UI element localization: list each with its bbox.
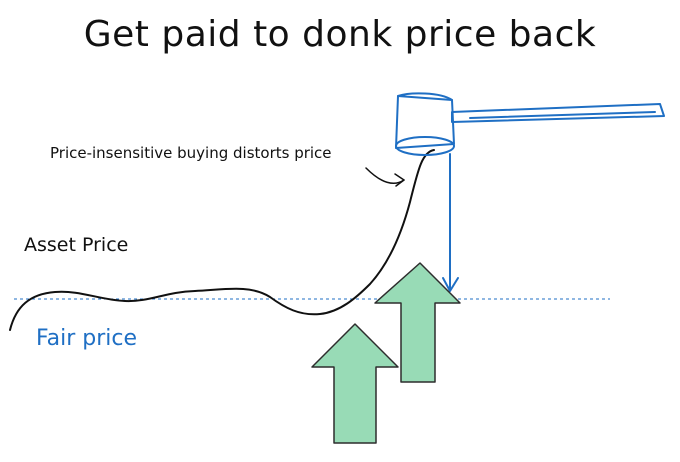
annotation-pointer-arrow (365, 167, 405, 187)
hammer-icon (395, 92, 665, 156)
price-insensitive-annotation: Price-insensitive buying distorts price (50, 144, 332, 162)
up-arrow-back (374, 262, 461, 383)
asset-price-curve (9, 149, 435, 331)
up-arrow-front (311, 323, 399, 444)
fair-price-label: Fair price (36, 326, 138, 351)
diagram-title: Get paid to donk price back (83, 14, 597, 55)
strike-arrow (442, 153, 459, 292)
up-arrow-icon (311, 262, 461, 444)
asset-price-label: Asset Price (24, 234, 129, 256)
